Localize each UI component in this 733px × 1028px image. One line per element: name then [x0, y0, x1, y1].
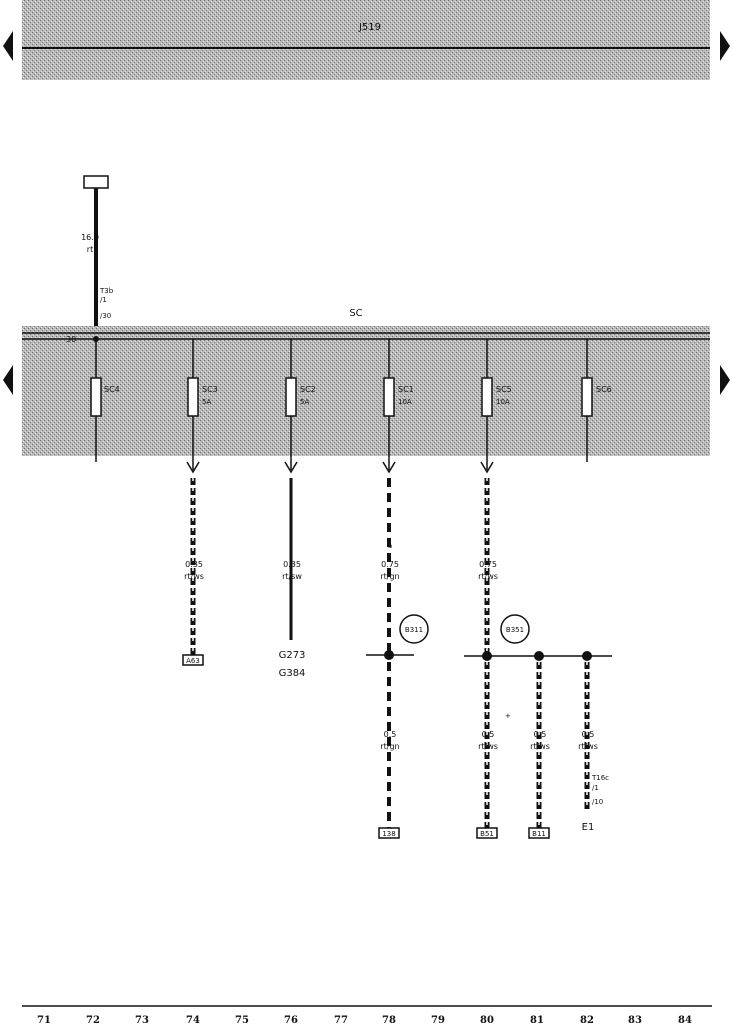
fuse-bus: 30: [22, 326, 710, 456]
wire-end-2: G384: [279, 668, 306, 679]
fuse-id: SC1: [398, 385, 414, 394]
fuse: SC5 10A: [481, 339, 512, 470]
fuse-id: SC4: [104, 385, 120, 394]
wire-size: 0.75: [381, 560, 399, 569]
feed-terminal-box: [83, 175, 109, 189]
wire-color: rt/ws: [478, 572, 498, 581]
grid-number: 72: [86, 1015, 100, 1026]
main-feed: 16.0 rt T3b /1 /30: [81, 175, 114, 340]
wire-size: 0.5: [384, 730, 397, 739]
left-arrow-icon[interactable]: [3, 31, 13, 61]
wire-end: B11: [532, 830, 546, 838]
grid-number: 71: [37, 1015, 51, 1026]
wire: 0.35 rt/sw G273 G384: [279, 461, 306, 679]
feed-size: 16.0: [81, 233, 99, 242]
grid-number: 81: [530, 1015, 544, 1026]
wire: 0.35 rt/ws A63: [182, 461, 204, 666]
stray-mark: +: [505, 712, 511, 720]
junction: B311: [366, 614, 429, 660]
grid-number: 75: [235, 1015, 249, 1026]
feed-pin: /1: [100, 296, 107, 304]
junction: B351: [464, 614, 612, 661]
bus-label: SC: [349, 308, 362, 319]
grid-number: 84: [678, 1015, 692, 1026]
wire-color: rt/ws: [530, 742, 550, 751]
feed-color: rt: [87, 245, 93, 254]
wire-size: 0.35: [185, 560, 203, 569]
wire-pin: /10: [592, 798, 603, 806]
top-bar-label: J519: [358, 22, 381, 33]
fuse-rating: 5A: [300, 398, 309, 406]
feed-connector: T3b: [99, 287, 114, 295]
wire-end-1: G273: [279, 650, 306, 661]
wire-end: B51: [480, 830, 494, 838]
fuse-rating: 10A: [496, 398, 510, 406]
lower-wire: 0.5 rt/ws T16c /1 /10 E1: [578, 662, 609, 833]
wire-end: A63: [186, 657, 200, 665]
grid-number: 79: [431, 1015, 445, 1026]
grid-number: 82: [580, 1015, 594, 1026]
wire-size: 0.5: [534, 730, 547, 739]
wire-color: rt/gn: [380, 742, 399, 751]
fuse-rating: 5A: [202, 398, 211, 406]
left-arrow-icon[interactable]: [3, 365, 13, 395]
right-arrow-icon[interactable]: [720, 365, 730, 395]
grid-number: 83: [628, 1015, 642, 1026]
wire-end: E1: [582, 822, 595, 833]
wire-size: 0.5: [482, 730, 495, 739]
wire-connector: T16c: [591, 774, 609, 782]
junction-label: B311: [405, 626, 423, 634]
wire-color: rt/ws: [578, 742, 598, 751]
wire-color: rt/gn: [380, 572, 399, 581]
junction-label: B351: [506, 626, 524, 634]
wire: a 0.75 rt/gn: [380, 461, 400, 655]
fuse: SC1 10A: [383, 339, 414, 470]
wire-pin: /1: [592, 784, 599, 792]
grid-number: 80: [480, 1015, 494, 1026]
lower-wire: 0.5 rt/ws B51: [476, 662, 498, 839]
fuse: SC6: [581, 339, 612, 462]
wire-size: 0.35: [283, 560, 301, 569]
feed-pin2: /30: [100, 312, 111, 320]
grid-number: 74: [186, 1015, 200, 1026]
grid-number: 73: [135, 1015, 149, 1026]
top-module-bar: J519: [22, 0, 710, 80]
wire-size: 0.75: [479, 560, 497, 569]
wire-color: rt/ws: [478, 742, 498, 751]
grid-number: 77: [334, 1015, 348, 1026]
lower-wire: 0.5 rt/gn 138: [378, 662, 400, 839]
wire-top: a: [388, 542, 392, 550]
fuse-rating: 10A: [398, 398, 412, 406]
fuse: SC3 5A: [187, 339, 218, 470]
right-arrow-icon[interactable]: [720, 31, 730, 61]
fuse: SC2 5A: [285, 339, 316, 470]
grid-number: 76: [284, 1015, 298, 1026]
fuse: SC4: [90, 339, 120, 462]
wire-color: rt/ws: [184, 572, 204, 581]
wire-size: 0.5: [582, 730, 595, 739]
fuse-id: SC5: [496, 385, 512, 394]
grid-number: 78: [382, 1015, 396, 1026]
fuse-id: SC2: [300, 385, 316, 394]
fuse-id: SC3: [202, 385, 218, 394]
terminal-30: 30: [66, 335, 76, 344]
wire-color: rt/sw: [282, 572, 302, 581]
wire-end: 138: [382, 830, 395, 838]
wire: 0.75 rt/ws: [478, 461, 498, 655]
fuse-id: SC6: [596, 385, 612, 394]
grid-ruler: 71 72 73 74 75 76 77 78 79 80 81 82 83 8…: [22, 1005, 712, 1026]
lower-wire: 0.5 rt/ws B11: [528, 662, 550, 839]
